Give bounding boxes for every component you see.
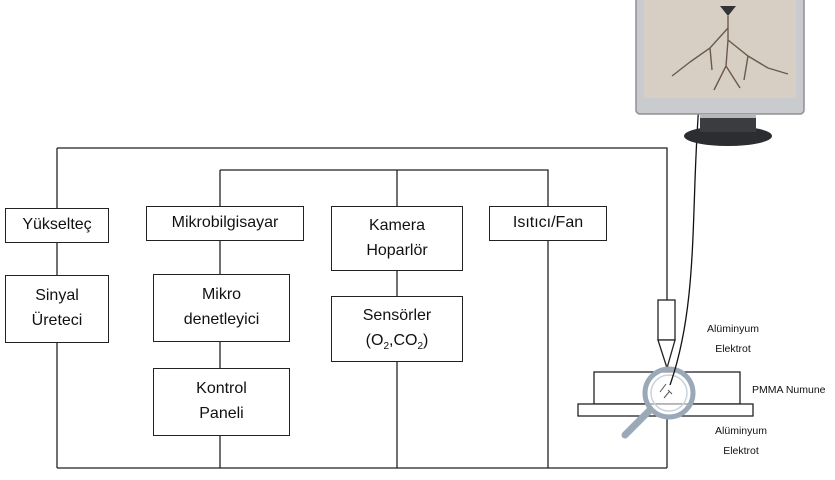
mikro-denetleyici-line2: denetleyici: [184, 308, 260, 333]
isitici-fan-box: Isıtıcı/Fan: [489, 206, 607, 241]
kontrol-paneli-line2: Paneli: [199, 402, 243, 427]
yukseltec-box: Yükselteç: [5, 208, 109, 243]
al-top-line1: Alüminyum: [698, 320, 768, 340]
mikrobilgisayar-box: Mikrobilgisayar: [146, 206, 304, 241]
sinyal-ureteci-line1: Sinyal: [35, 284, 79, 309]
al-bottom-line1: Alüminyum: [706, 422, 776, 442]
kamera-hoparlor-box: Kamera Hoparlör: [331, 206, 463, 271]
kamera-hoparlor-line2: Hoparlör: [366, 239, 427, 264]
aluminyum-elektrot-bottom-label: Alüminyum Elektrot: [706, 422, 776, 462]
mikro-denetleyici-box: Mikro denetleyici: [153, 274, 290, 342]
al-bottom-line2: Elektrot: [706, 442, 776, 462]
sinyal-ureteci-box: Sinyal Üreteci: [5, 275, 109, 343]
sensorler-line2: (O2,CO2): [366, 329, 429, 354]
kontrol-paneli-line1: Kontrol: [196, 377, 247, 402]
sensorler-o2-prefix: (O: [366, 332, 384, 349]
kontrol-paneli-box: Kontrol Paneli: [153, 368, 290, 436]
pmma-numune-label: PMMA Numune: [752, 381, 832, 401]
sensorler-co-text: ,CO: [389, 332, 417, 349]
sensorler-suffix: ): [423, 332, 428, 349]
second-bus-line: [220, 170, 548, 206]
sensorler-box: Sensörler (O2,CO2): [331, 296, 463, 362]
yukseltec-label: Yükselteç: [22, 213, 91, 238]
mikrobilgisayar-label: Mikrobilgisayar: [172, 211, 279, 236]
sensorler-line1: Sensörler: [363, 304, 431, 329]
monitor-icon: [636, 0, 804, 146]
mikro-denetleyici-line1: Mikro: [202, 283, 241, 308]
isitici-fan-label: Isıtıcı/Fan: [513, 211, 583, 236]
needle-electrode-body: [658, 300, 675, 340]
sinyal-ureteci-line2: Üreteci: [32, 309, 83, 334]
aluminyum-elektrot-top-label: Alüminyum Elektrot: [698, 320, 768, 360]
al-top-line2: Elektrot: [698, 340, 768, 360]
pmma-label-text: PMMA Numune: [752, 381, 832, 401]
needle-electrode-tip: [658, 340, 675, 368]
kamera-hoparlor-line1: Kamera: [369, 214, 425, 239]
